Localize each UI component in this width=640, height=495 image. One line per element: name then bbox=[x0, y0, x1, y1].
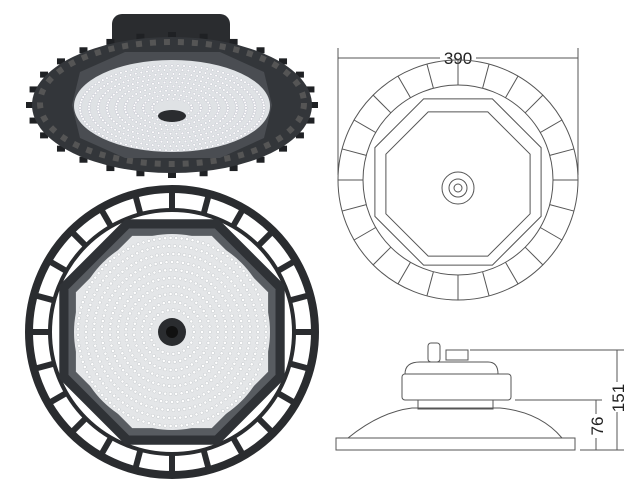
dimension-diameter: 390 bbox=[444, 49, 472, 68]
top-view-drawing: 390 bbox=[337, 48, 579, 301]
dimension-base-height: 76 bbox=[588, 417, 607, 436]
dimension-total-height: 151 bbox=[609, 384, 628, 412]
side-view-drawing: 151 76 bbox=[335, 342, 628, 451]
perspective-photo bbox=[26, 14, 318, 178]
front-view-photo bbox=[25, 185, 319, 479]
